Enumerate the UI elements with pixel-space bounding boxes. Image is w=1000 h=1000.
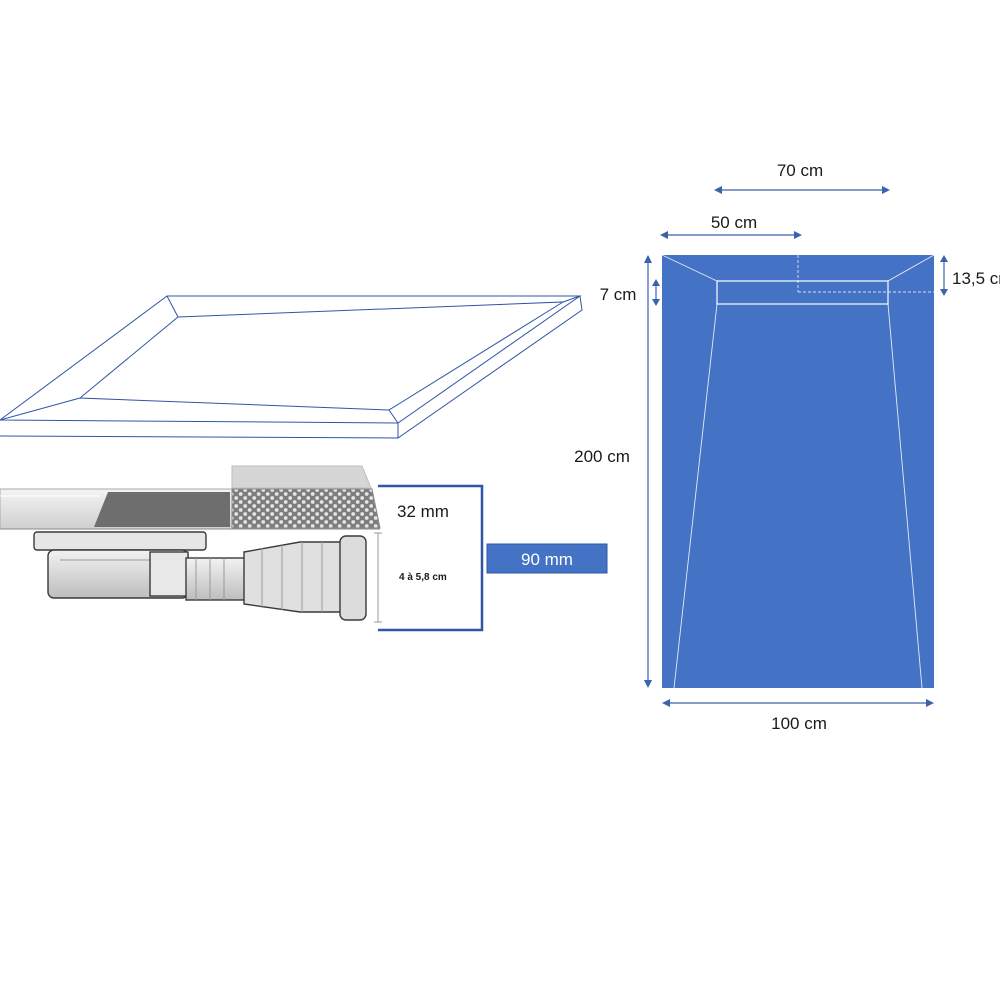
tray-rectangle xyxy=(662,255,934,688)
outlet-diameter-label: 90 mm xyxy=(521,550,573,569)
channel-position-label: 13,5 cm xyxy=(952,269,1000,288)
tray-inner-basin xyxy=(78,301,565,411)
drain-depth-label: 32 mm xyxy=(397,502,449,521)
drain-channel xyxy=(94,492,230,527)
tile-surface xyxy=(231,465,372,489)
trap-height-label: 4 à 5,8 cm xyxy=(399,572,447,583)
channel-width-label: 7 cm xyxy=(600,285,637,304)
tray-top-view xyxy=(661,254,944,689)
channel-length-arrow xyxy=(714,186,890,194)
dimension-lines xyxy=(644,186,948,707)
tray-width-arrow xyxy=(662,699,934,707)
mortar-layer xyxy=(231,488,381,529)
channel-offset-label: 50 cm xyxy=(711,213,757,232)
channel-position-arrow xyxy=(940,255,948,296)
tray-outer-edge xyxy=(0,295,582,424)
trap-height-bracket xyxy=(374,532,382,623)
drain-trap xyxy=(33,531,367,621)
drain-depth-bracket xyxy=(378,484,484,632)
tray-width-label: 100 cm xyxy=(771,714,827,733)
tray-thickness-edge xyxy=(0,295,583,439)
drain-cross-section: 32 mm 4 à 5,8 cm 90 mm xyxy=(0,465,608,632)
channel-length-label: 70 cm xyxy=(777,161,823,180)
tray-length-arrow xyxy=(644,255,652,688)
channel-width-arrow xyxy=(652,279,660,306)
drain-channel-slot xyxy=(716,280,889,305)
channel-offset-arrow xyxy=(660,231,802,239)
outlet-diameter-box xyxy=(486,543,608,574)
tray-perspective-drawing xyxy=(0,295,583,439)
tray-length-label: 200 cm xyxy=(574,447,630,466)
